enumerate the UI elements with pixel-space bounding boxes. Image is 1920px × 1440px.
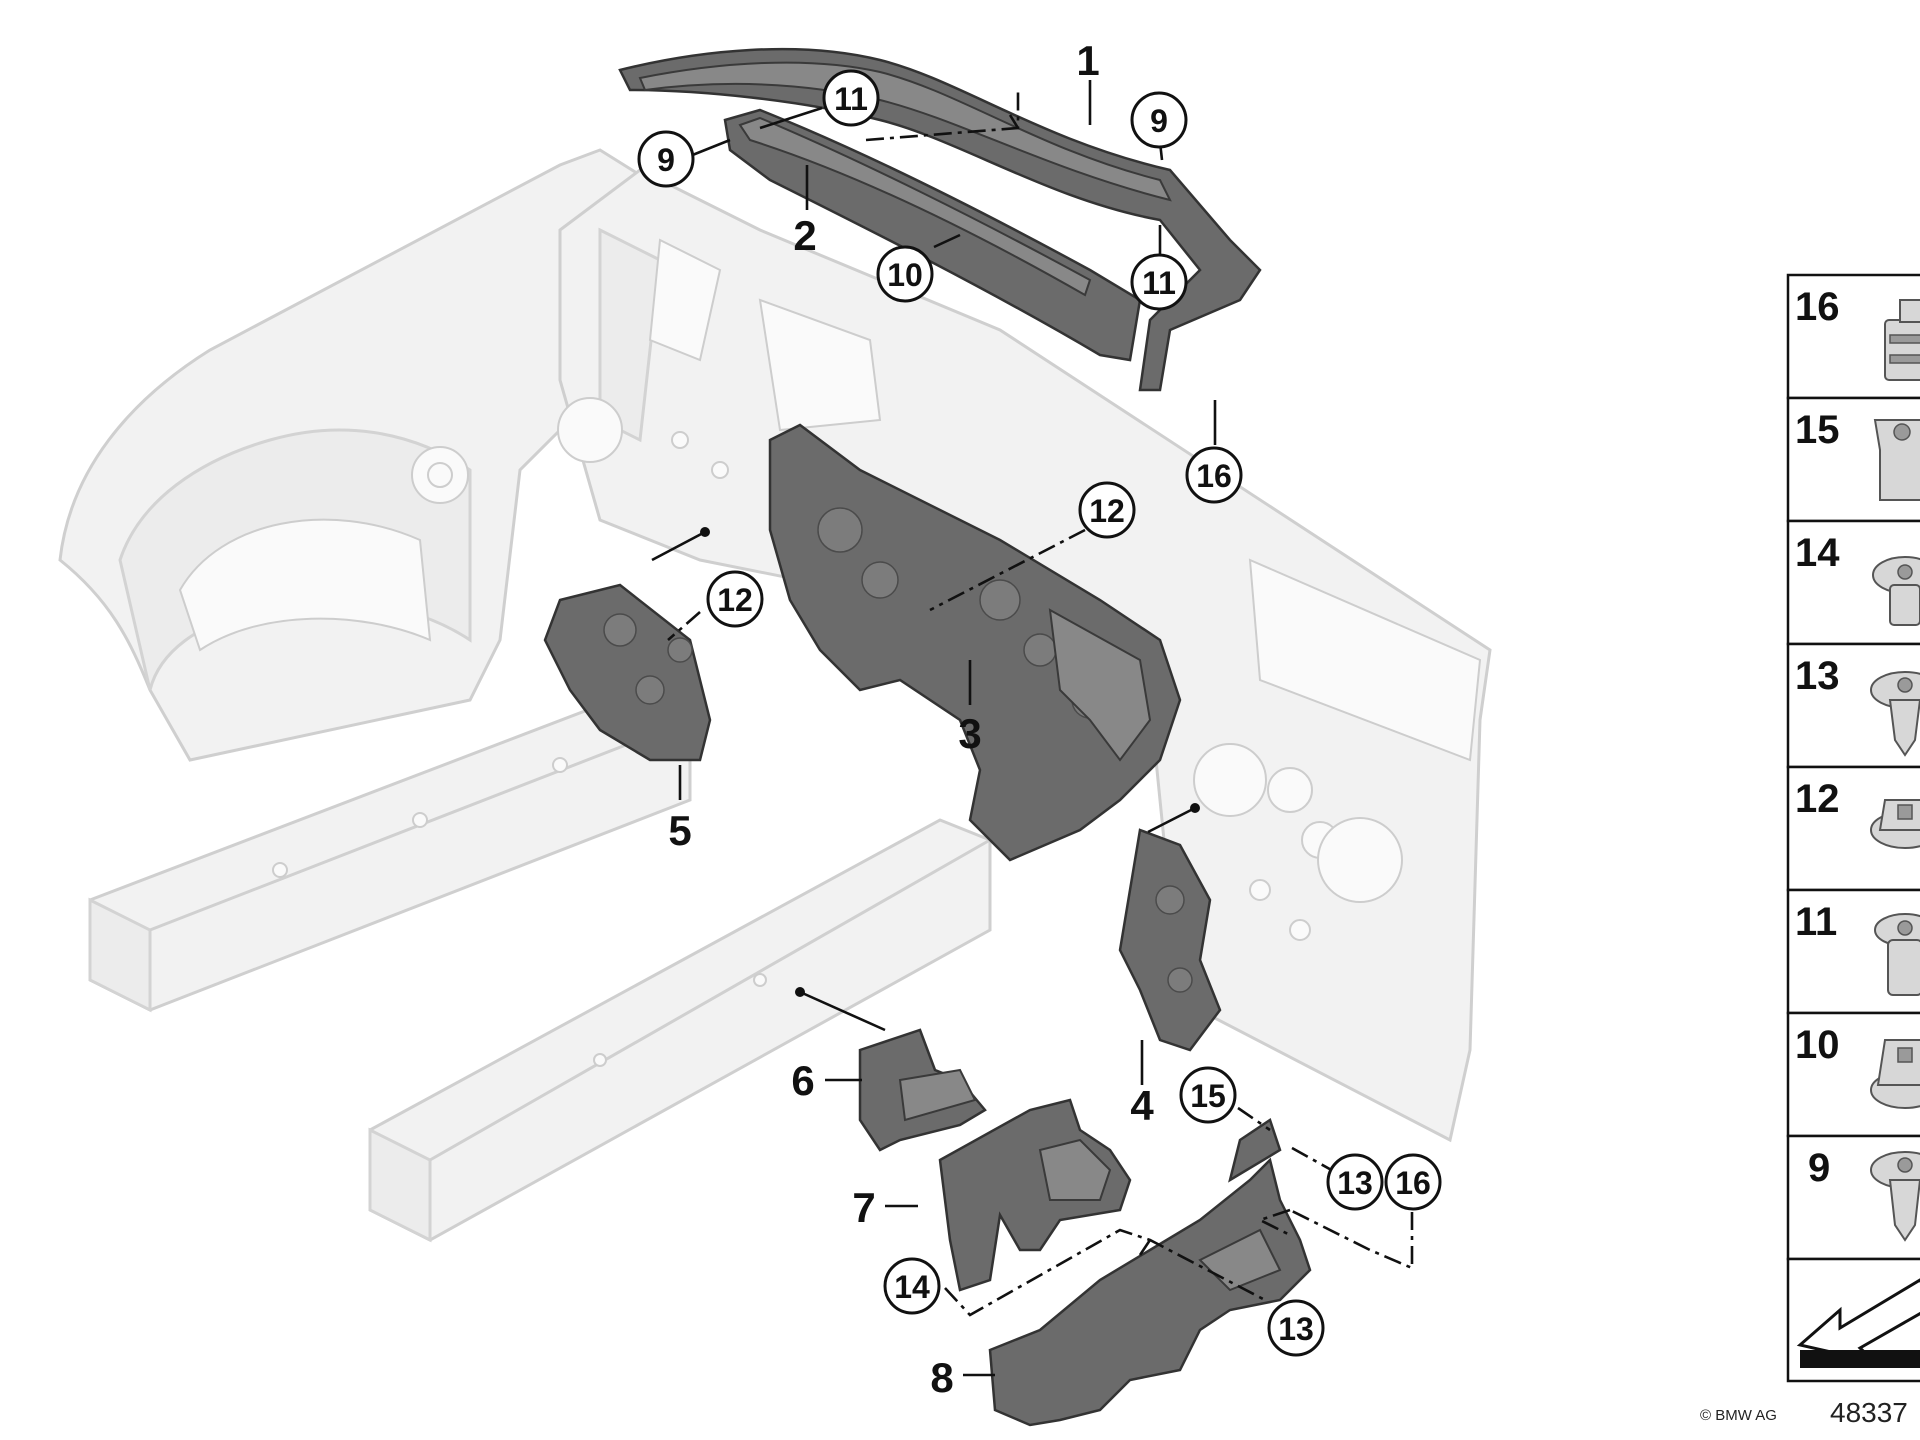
legend-row-12: 12 [1786,765,1920,892]
legend-row-direction [1786,1257,1920,1383]
part-label-3: 3 [958,710,981,757]
fastener-legend: 16 15 14 13 12 [1786,273,1920,1383]
svg-text:15: 15 [1795,408,1840,452]
callout-13-right: 13 [1326,1153,1384,1211]
callouts: 11 9 9 10 11 16 12 12 [637,69,1442,1357]
callout-9-right: 9 [1130,91,1188,149]
svg-text:13: 13 [1337,1165,1373,1201]
legend-row-13: 13 [1786,642,1920,769]
legend-row-10: 10 [1786,1011,1920,1138]
footer: © BMW AG 48337 [1700,1397,1908,1428]
legend-row-16: 16 [1786,273,1920,400]
ghost-bulkhead [557,168,1492,1143]
svg-text:11: 11 [834,81,868,117]
svg-text:16: 16 [1196,458,1232,494]
callout-16-bottom: 16 [1384,1153,1442,1211]
callout-11-left: 11 [822,69,880,127]
svg-text:15: 15 [1190,1078,1226,1114]
svg-text:11: 11 [1142,265,1176,301]
part-2-cowl-duct [723,108,1142,362]
svg-text:9: 9 [1150,103,1168,139]
callout-9-left: 9 [637,130,695,188]
ghost-center-rail [368,818,992,1243]
svg-text:10: 10 [1795,1023,1840,1067]
part-label-1: 1 [1076,37,1099,84]
callout-12-center: 12 [1078,481,1136,539]
part-7-insulation [938,1098,1132,1292]
callout-13-bottom: 13 [1267,1299,1325,1357]
part-5-wheelhouse-insulation [543,583,712,762]
part-label-6: 6 [791,1057,814,1104]
svg-text:13: 13 [1795,654,1840,698]
svg-text:16: 16 [1395,1165,1431,1201]
callout-11-right: 11 [1130,253,1188,311]
part-labels: 1 2 3 4 5 6 7 8 [668,37,1154,1401]
svg-text:16: 16 [1795,285,1840,329]
callout-15: 15 [1179,1066,1237,1124]
part-6-insulation [858,1028,987,1152]
part-label-4: 4 [1130,1082,1154,1129]
svg-text:11: 11 [1795,900,1837,944]
legend-row-15: 15 [1786,396,1920,523]
svg-text:9: 9 [657,142,675,178]
part-4-lower-insulation [1118,828,1222,1052]
svg-text:12: 12 [1795,777,1840,821]
ghost-body-left [58,148,692,1013]
callout-12-left: 12 [706,570,764,628]
svg-text:13: 13 [1278,1311,1314,1347]
svg-text:14: 14 [1795,531,1840,575]
part-label-8: 8 [930,1354,953,1401]
svg-text:12: 12 [717,582,753,618]
drawing-id: 48337 [1830,1397,1908,1428]
callout-10: 10 [876,245,934,303]
part-label-7: 7 [852,1184,875,1231]
callout-14: 14 [883,1257,941,1315]
leader-lines [651,80,1414,1377]
svg-text:12: 12 [1089,493,1125,529]
part-3-firewall-insulation [768,423,1182,862]
legend-row-11: 11 [1786,888,1920,1015]
copyright-text: © BMW AG [1700,1407,1777,1424]
part-label-2: 2 [793,212,816,259]
callout-16-top: 16 [1185,446,1243,504]
part-8-tunnel-insulation [988,1118,1312,1427]
legend-row-14: 14 [1786,519,1920,646]
legend-row-9: 9 [1786,1134,1920,1261]
svg-text:9: 9 [1808,1146,1830,1190]
part-label-5: 5 [668,807,691,854]
svg-text:14: 14 [894,1269,930,1305]
svg-text:10: 10 [887,257,923,293]
